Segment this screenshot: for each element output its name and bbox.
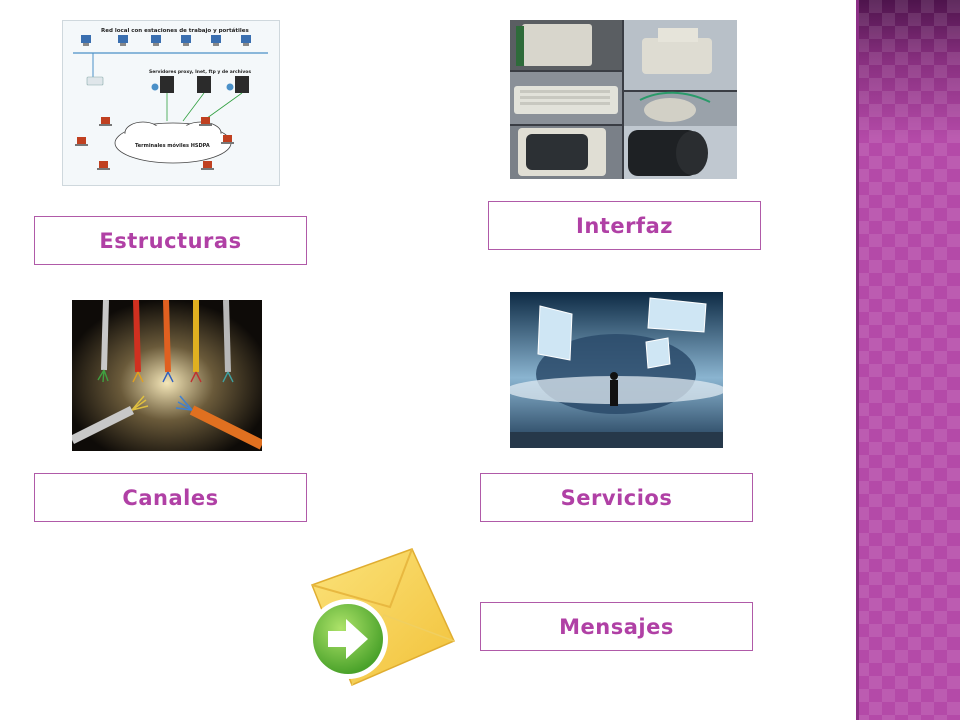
services-svg — [510, 292, 723, 448]
diagram-cloud-label: Terminales móviles HSDPA — [135, 142, 210, 149]
decorative-side-band — [856, 0, 960, 720]
interfaz-label: Interfaz — [576, 213, 673, 238]
canales-label: Canales — [122, 485, 219, 510]
interfaz-label-box[interactable]: Interfaz — [488, 201, 761, 250]
workstation-icons — [81, 35, 251, 46]
services-image — [510, 292, 723, 448]
estructuras-label: Estructuras — [99, 228, 242, 253]
cloud-icon — [114, 121, 232, 164]
diagram-title: Red local con estaciones de trabajo y po… — [101, 27, 249, 34]
hardware-peripherals-image — [510, 20, 737, 179]
diagram-servers-label: Servidores proxy, Inet, ftp y de archivo… — [149, 69, 251, 75]
server-icons — [151, 76, 249, 93]
mensajes-label: Mensajes — [559, 614, 674, 639]
envelope-icon — [308, 548, 456, 686]
estructuras-label-box[interactable]: Estructuras — [34, 216, 307, 265]
canales-label-box[interactable]: Canales — [34, 473, 307, 522]
router-icon — [86, 76, 104, 86]
hardware-collage-svg — [510, 20, 737, 179]
laptop-icons — [75, 117, 234, 170]
servicios-label: Servicios — [560, 485, 673, 510]
network-diagram-image: Red local con estaciones de trabajo y po… — [62, 20, 280, 186]
network-diagram-svg: Red local con estaciones de trabajo y po… — [63, 21, 279, 185]
cables-svg — [72, 300, 262, 451]
mensajes-label-box[interactable]: Mensajes — [480, 602, 753, 651]
side-band-edge — [856, 0, 859, 720]
servicios-label-box[interactable]: Servicios — [480, 473, 753, 522]
cables-image — [72, 300, 262, 451]
envelope-arrow-icon — [302, 545, 462, 693]
